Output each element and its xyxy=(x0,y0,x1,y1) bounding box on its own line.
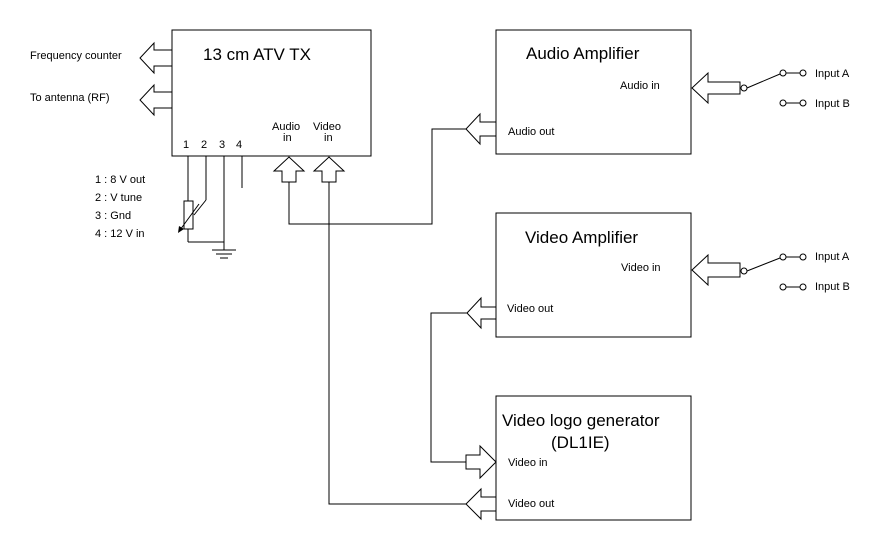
ground-icon xyxy=(212,249,236,259)
tx-video-in-label-2: in xyxy=(324,132,333,144)
pin-legend-4: 4 : 12 V in xyxy=(95,228,145,240)
logo-gen-input-label: Video in xyxy=(508,457,548,469)
tx-box xyxy=(171,29,372,157)
tx-video-in-arrow xyxy=(312,156,346,183)
audio-amp-title: Audio Amplifier xyxy=(526,44,640,63)
antenna-arrow xyxy=(139,83,173,117)
audio-amp-box xyxy=(495,29,692,155)
audio-input-switch xyxy=(740,69,807,107)
audio-amp-input-label: Audio in xyxy=(620,80,660,92)
logo-gen-output-label: Video out xyxy=(508,498,554,510)
audio-input-b-label: Input B xyxy=(815,98,850,110)
tx-pin-1: 1 xyxy=(183,139,189,151)
logo-gen-title-2: (DL1IE) xyxy=(551,433,610,452)
audio-amp-in-arrow xyxy=(691,71,741,105)
tx-video-wire xyxy=(328,182,466,505)
tx-video-in-label-1: Video xyxy=(313,121,341,133)
frequency-counter-label: Frequency counter xyxy=(30,50,122,62)
tx-title: 13 cm ATV TX xyxy=(203,45,311,64)
tx-audio-in-label-1: Audio xyxy=(272,121,300,133)
video-input-b-label: Input B xyxy=(815,281,850,293)
video-amp-out-arrow xyxy=(466,296,497,330)
tx-audio-in-arrow xyxy=(272,156,306,183)
audio-amp-out-arrow xyxy=(465,112,497,146)
logo-gen-title-1: Video logo generator xyxy=(502,411,660,430)
video-amp-in-arrow xyxy=(691,253,741,287)
video-amp-box xyxy=(495,212,692,338)
audio-amp-output-label: Audio out xyxy=(508,126,554,138)
logo-gen-in-wire xyxy=(430,312,467,463)
pin-legend-2: 2 : V tune xyxy=(95,192,142,204)
video-input-switch xyxy=(740,253,807,291)
tx-audio-in-label-2: in xyxy=(283,132,292,144)
potentiometer xyxy=(178,199,224,243)
video-amp-input-label: Video in xyxy=(621,262,661,274)
tx-pin-3: 3 xyxy=(219,139,225,151)
video-input-a-label: Input A xyxy=(815,251,850,263)
tx-pin-4: 4 xyxy=(236,139,242,151)
logo-gen-out-arrow xyxy=(465,487,497,521)
audio-wire xyxy=(288,128,466,225)
tx-pin-2: 2 xyxy=(201,139,207,151)
antenna-label: To antenna (RF) xyxy=(30,92,109,104)
pin-legend-1: 1 : 8 V out xyxy=(95,174,145,186)
logo-gen-in-arrow xyxy=(465,444,497,480)
pin-legend-3: 3 : Gnd xyxy=(95,210,131,222)
pin-leads xyxy=(187,156,243,250)
video-amp-output-label: Video out xyxy=(507,303,553,315)
audio-input-a-label: Input A xyxy=(815,68,850,80)
video-amp-title: Video Amplifier xyxy=(525,228,638,247)
logo-gen-box xyxy=(495,395,692,521)
frequency-counter-arrow xyxy=(139,41,173,75)
